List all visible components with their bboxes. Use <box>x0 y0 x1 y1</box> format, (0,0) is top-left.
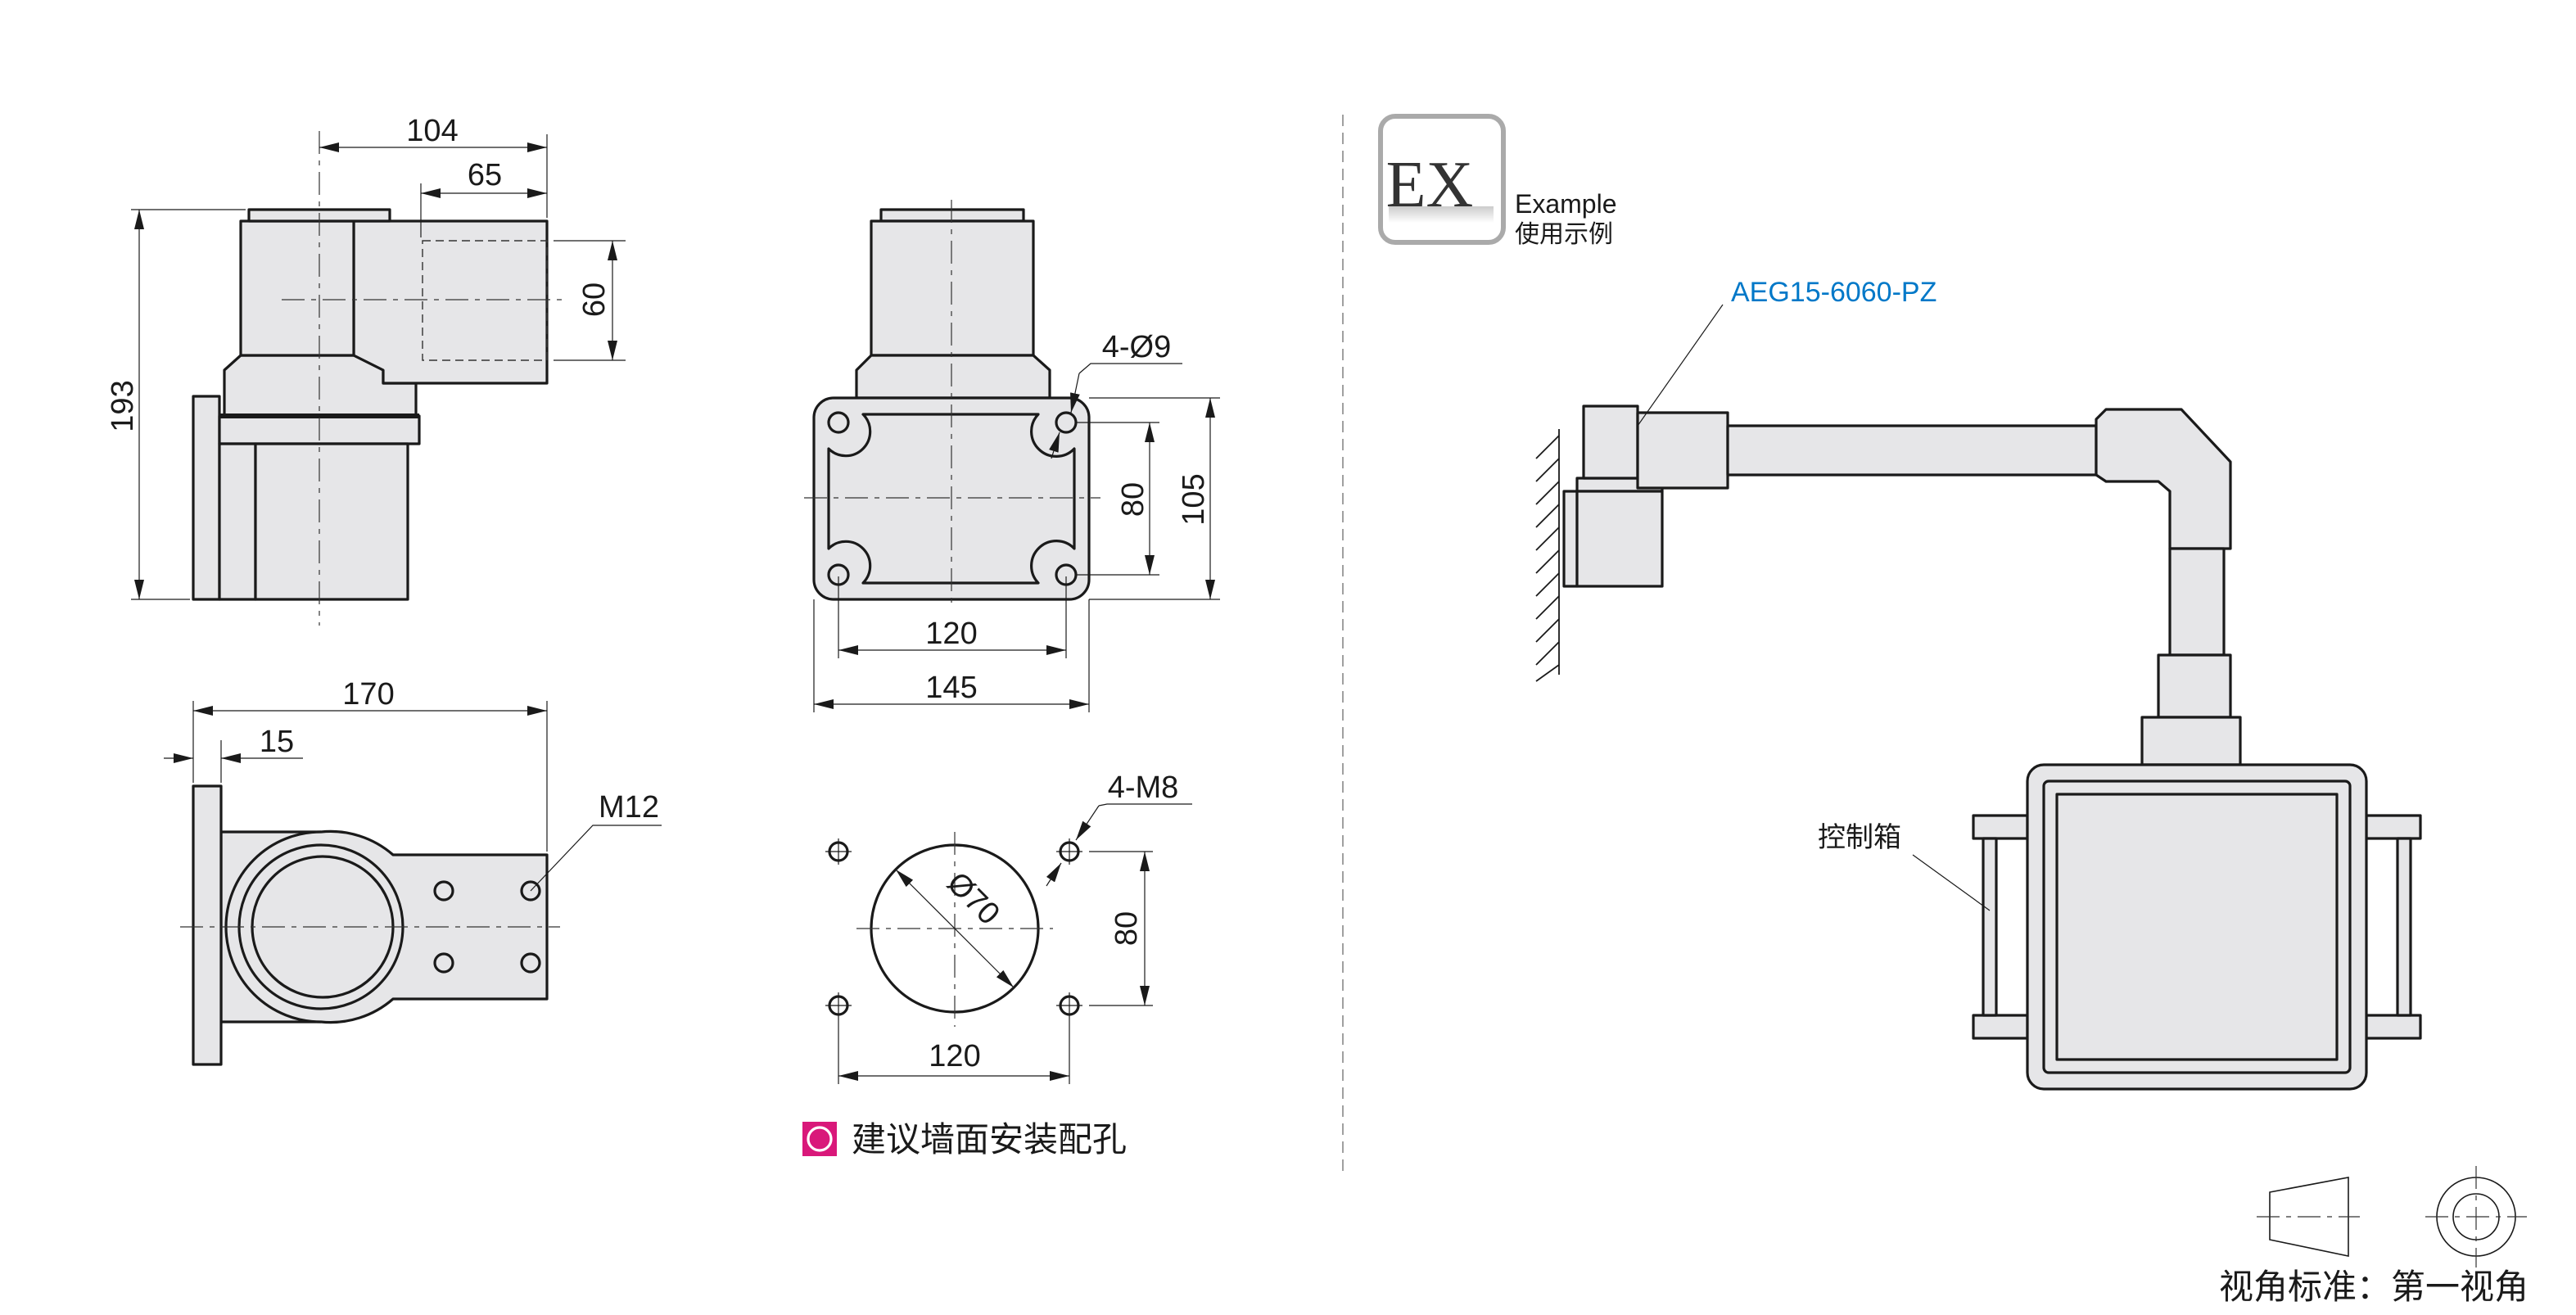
horizontal-arm <box>1726 424 2098 477</box>
dim-80: 80 <box>1116 482 1150 517</box>
thread-label-4-m8: 4-M8 <box>1108 770 1179 805</box>
back-plate <box>192 395 221 601</box>
front-view: 120 145 80 105 4-Ø9 <box>804 200 1220 712</box>
wall-bracket <box>1575 490 1664 588</box>
m8-holes <box>825 838 1082 1019</box>
example-title-en: Example <box>1515 189 1617 219</box>
dim-d70: Ø70 <box>940 865 1006 931</box>
circles-icon <box>2425 1166 2527 1268</box>
dim-60: 60 <box>577 282 612 317</box>
dim-105: 105 <box>1177 473 1211 525</box>
wall-hole-pattern: Ø70 120 80 4-M8 建议墙面安装配孔 <box>802 770 1192 1159</box>
top-view: 170 15 M12 <box>164 677 662 1066</box>
dim-80-holes: 80 <box>1109 911 1144 946</box>
handles <box>1972 814 2422 1040</box>
threaded-holes <box>433 880 541 974</box>
upper-column <box>870 219 1035 357</box>
control-box-label: 控制箱 <box>1818 821 1901 854</box>
top-cap <box>879 208 1025 223</box>
example-title-cn: 使用示例 <box>1515 220 1613 249</box>
legend-text: 建议墙面安装配孔 <box>852 1119 1127 1159</box>
swivel-joint <box>1636 411 1729 490</box>
product-code-label: AEG15-6060-PZ <box>1731 277 1937 308</box>
dim-193: 193 <box>106 380 140 432</box>
upper-column <box>239 219 355 357</box>
wall-hatch <box>1535 429 1560 682</box>
side-view: 104 65 193 60 <box>106 114 626 626</box>
dim-170: 170 <box>342 677 394 712</box>
lower-body <box>254 442 409 601</box>
dim-120: 120 <box>925 617 977 651</box>
arm-block <box>352 219 549 385</box>
dim-145: 145 <box>925 671 977 705</box>
base-column <box>218 442 257 601</box>
hole-label-4-d9: 4-Ø9 <box>1102 330 1171 364</box>
collar <box>855 354 1051 400</box>
example-badge: EX Example 使用示例 <box>1378 114 1617 249</box>
box-coupling <box>2140 716 2242 766</box>
example-illustration: AEG15-6060-PZ 控制箱 <box>1535 277 2422 1091</box>
dim-104: 104 <box>406 114 458 148</box>
elbow-joint <box>2095 408 2232 550</box>
frustum-icon <box>2269 1177 2349 1257</box>
thread-label-m12: M12 <box>599 790 659 825</box>
dim-120-holes: 120 <box>929 1039 980 1073</box>
dim-65: 65 <box>468 158 502 192</box>
dim-15: 15 <box>260 725 294 759</box>
badge-reflection <box>1389 206 1494 223</box>
projection-symbol: 视角标准：第一视角 <box>2219 1166 2529 1307</box>
vertical-arm <box>2168 547 2226 657</box>
wall-plate <box>192 784 223 1066</box>
mounting-holes <box>827 411 1078 586</box>
projection-label: 视角标准：第一视角 <box>2219 1267 2529 1307</box>
